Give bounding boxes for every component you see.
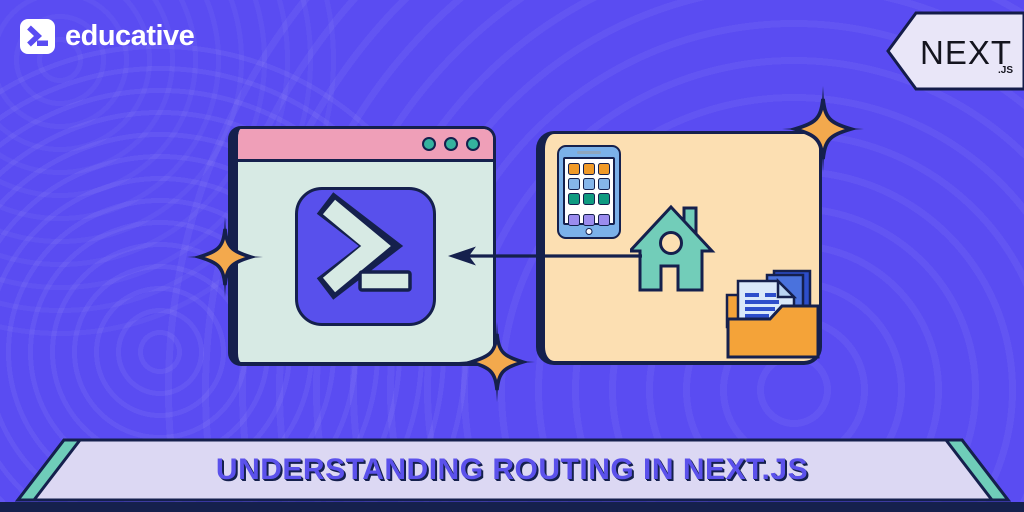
banner-title-wrap: UNDERSTANDING ROUTING IN NEXT.JS <box>0 443 1024 497</box>
mobile-phone-icon <box>557 145 621 239</box>
app-tile <box>568 163 580 175</box>
window-dot <box>422 137 436 151</box>
app-tile <box>583 163 595 175</box>
folder-documents-icon <box>724 269 822 366</box>
app-tile <box>598 178 610 190</box>
browser-window <box>228 126 496 366</box>
sparkle-icon <box>459 322 535 407</box>
window-titlebar <box>238 129 493 162</box>
app-tile <box>583 193 595 205</box>
app-tile <box>568 193 580 205</box>
sparkle-icon <box>187 217 263 302</box>
nextjs-wordmark: NEXT <box>920 34 1012 71</box>
app-tile <box>598 214 610 226</box>
terminal-prompt-icon <box>20 19 55 54</box>
app-grid <box>568 163 610 226</box>
phone-speaker <box>577 150 601 154</box>
route-arrow-icon <box>446 242 646 275</box>
app-tile <box>583 214 595 226</box>
educative-logo: educative <box>20 19 195 54</box>
app-tile <box>568 214 580 226</box>
sparkle-icon <box>782 86 864 177</box>
banner-title: UNDERSTANDING ROUTING IN NEXT.JS <box>215 453 809 486</box>
app-tile <box>598 163 610 175</box>
terminal-icon <box>295 187 436 326</box>
phone-screen <box>563 157 615 226</box>
app-tile <box>568 178 580 190</box>
app-tile <box>583 178 595 190</box>
nextjs-badge: NEXT .JS <box>884 5 1024 102</box>
nextjs-suffix: .JS <box>998 65 1013 76</box>
home-icon <box>626 203 716 298</box>
window-dot <box>444 137 458 151</box>
title-banner <box>0 428 1024 512</box>
window-dot <box>466 137 480 151</box>
phone-home-button <box>585 227 593 235</box>
app-tile <box>598 193 610 205</box>
app-panel <box>536 131 822 365</box>
brand-name: educative <box>65 20 195 52</box>
